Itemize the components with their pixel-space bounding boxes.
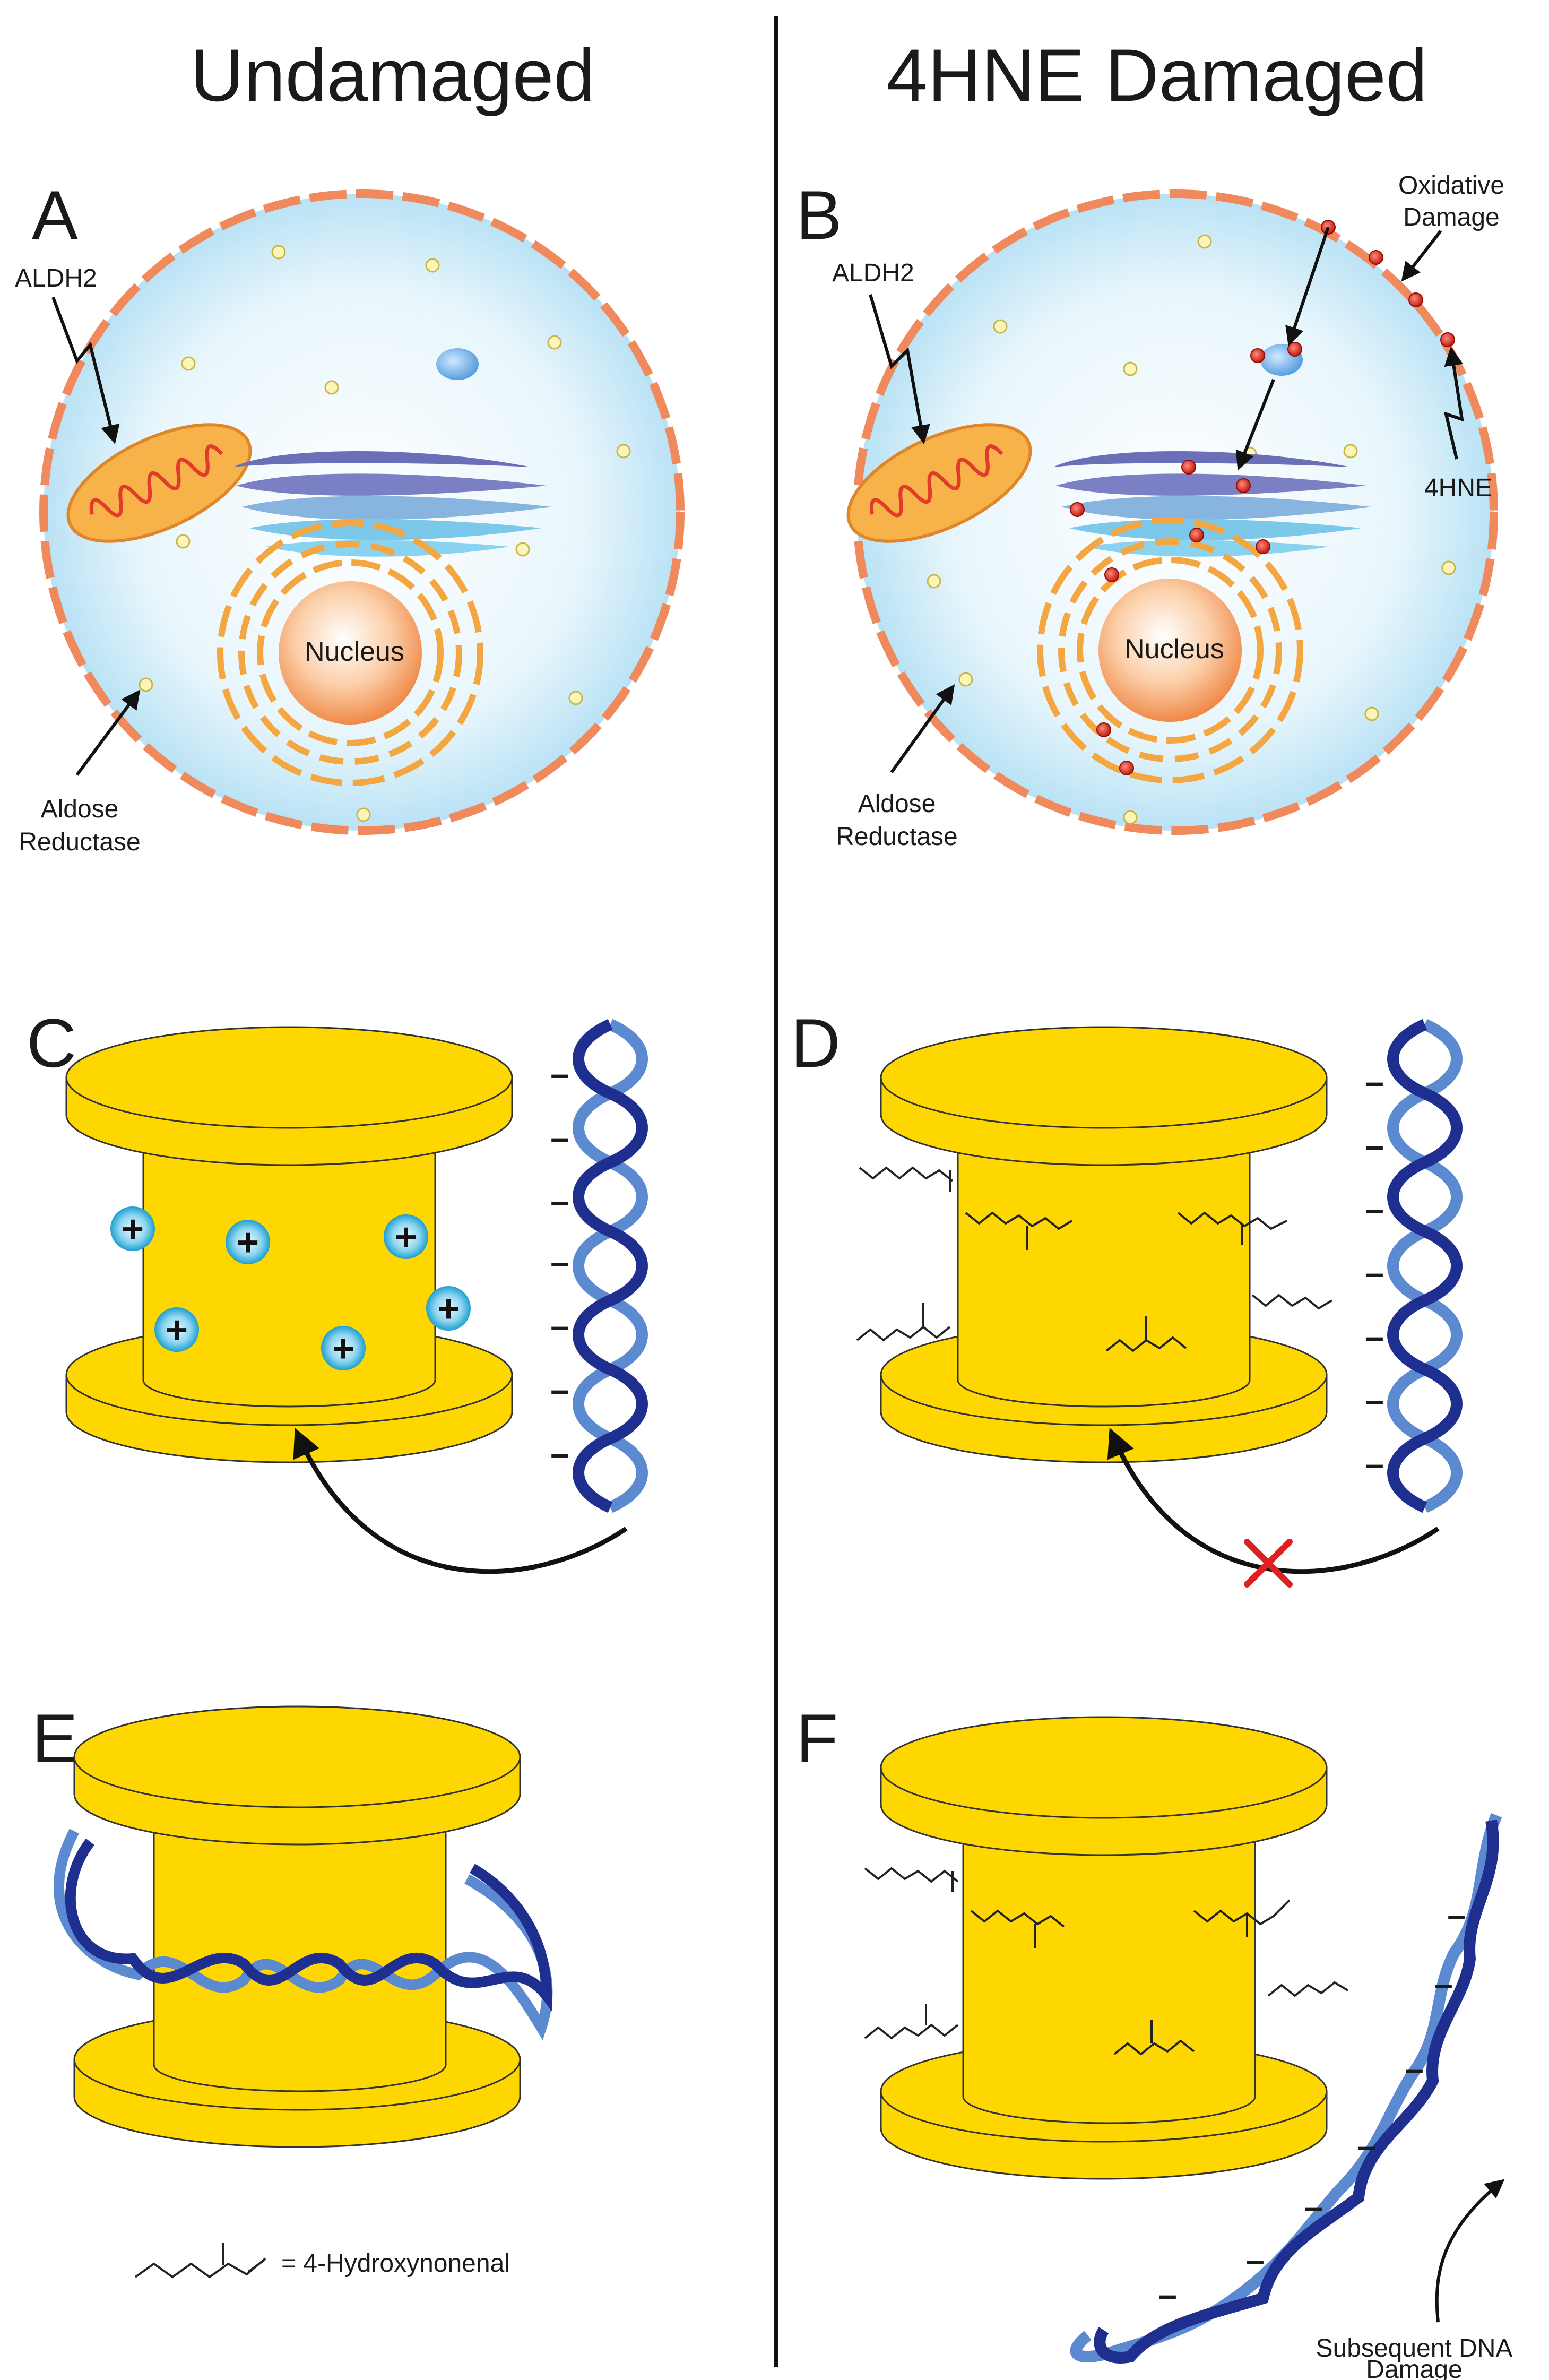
panel-e-wrapped-dna [54, 1829, 553, 2040]
svg-text:–: – [550, 1243, 569, 1281]
hne-legend-structure [134, 2257, 266, 2279]
title-undamaged: Undamaged [191, 33, 595, 117]
endoplasmic-reticulum [1037, 517, 1303, 783]
vesicle-to-golgi-arrow [1235, 378, 1275, 471]
svg-text:+: + [122, 1208, 144, 1251]
positive-charge [154, 1307, 199, 1352]
oxidative-label-2: Damage [1403, 203, 1499, 231]
positive-charges: + + + + + + [110, 1206, 471, 1370]
panel-c-negative-charges: – – – – – – – [550, 1055, 569, 1472]
panel-f-histone [864, 1716, 1349, 2180]
panel-f-released-dna [1070, 1813, 1502, 2364]
svg-text:+: + [166, 1309, 188, 1351]
svg-text:–: – [1405, 2050, 1424, 2088]
subsequent-damage-arrow [1435, 2179, 1505, 2323]
panel-a-cell: Nucleus ALDH2 Aldose Reductase [15, 189, 685, 856]
panel-letter-c: C [27, 1004, 76, 1082]
svg-text:–: – [1447, 1896, 1466, 1934]
aldh2-arrow [869, 294, 930, 445]
nucleus [1098, 579, 1242, 722]
panel-f-negative-charges: – – – – – – – [1158, 1896, 1466, 2314]
svg-text:–: – [550, 1434, 569, 1472]
svg-text:–: – [1304, 2188, 1323, 2226]
panel-d-histone [856, 1026, 1440, 1588]
svg-text:+: + [237, 1221, 259, 1264]
svg-text:+: + [437, 1288, 460, 1330]
aldose-reductase-dots [139, 245, 631, 822]
svg-text:–: – [550, 1370, 569, 1409]
hne-chains [864, 1867, 1349, 2056]
panel-letter-f: F [796, 1700, 838, 1777]
aldose-arrow [75, 689, 141, 776]
aldose-label-2: Reductase [836, 823, 957, 851]
subsequent-label-2: Damage [1366, 2356, 1462, 2380]
hne-legend: = 4-Hydroxynonenal [134, 2243, 510, 2279]
aldh2-label: ALDH2 [15, 264, 97, 292]
svg-text:–: – [1365, 1190, 1384, 1228]
aldose-label-2: Reductase [19, 828, 140, 856]
panel-letter-a: A [32, 176, 78, 254]
nucleus [279, 581, 422, 725]
svg-text:–: – [550, 1182, 569, 1220]
svg-text:–: – [550, 1307, 569, 1345]
panel-letter-d: D [791, 1004, 841, 1082]
panel-d-dna [1387, 1019, 1463, 1513]
nucleus-label: Nucleus [305, 636, 404, 667]
aldose-arrow [890, 684, 955, 773]
panel-c-dna [573, 1019, 648, 1513]
svg-text:–: – [550, 1055, 569, 1093]
aldh2-arrow [51, 296, 120, 444]
cell-membrane [39, 189, 685, 835]
positive-charge [426, 1286, 471, 1331]
panel-letter-b: B [796, 176, 842, 254]
positive-charge [384, 1214, 428, 1259]
svg-text:–: – [1365, 1381, 1384, 1419]
dna-binding-arrow [293, 1428, 628, 1574]
hne-label-arrow [1443, 346, 1464, 460]
panel-c-histone: + + + + + + [65, 1026, 628, 1574]
positive-charge [110, 1206, 155, 1251]
svg-text:–: – [1365, 1445, 1384, 1483]
endoplasmic-reticulum [217, 520, 483, 786]
mitochondrion [66, 423, 252, 543]
nucleus-label: Nucleus [1124, 634, 1224, 665]
subsequent-label-1: Subsequent DNA [1316, 2334, 1513, 2362]
title-4hne-damaged: 4HNE Damaged [886, 33, 1427, 117]
aldose-label-1: Aldose [41, 795, 119, 823]
svg-text:–: – [1365, 1317, 1384, 1356]
hne-chains [856, 1166, 1333, 1352]
svg-text:+: + [395, 1216, 417, 1258]
svg-text:–: – [550, 1118, 569, 1157]
oxidative-label-1: Oxidative [1398, 171, 1504, 200]
svg-text:+: + [332, 1327, 354, 1370]
hne-to-vesicle-arrow [1285, 227, 1330, 346]
svg-text:–: – [1365, 1254, 1384, 1292]
svg-text:–: – [1245, 2241, 1265, 2279]
aldh2-label: ALDH2 [832, 259, 914, 287]
aldose-label-1: Aldose [858, 790, 936, 818]
panel-d-negative-charges: – – – – – – – [1365, 1063, 1384, 1483]
svg-text:–: – [1365, 1126, 1384, 1165]
hne-adduct-dots [1070, 220, 1455, 775]
hne-legend-label: = 4-Hydroxynonenal [281, 2249, 510, 2278]
hne-label: 4HNE [1424, 474, 1492, 502]
positive-charge [321, 1326, 366, 1370]
svg-text:–: – [1434, 1965, 1453, 2003]
svg-text:–: – [1158, 2275, 1177, 2314]
vesicle [436, 348, 479, 380]
oxidative-arrow [1401, 230, 1442, 282]
svg-text:–: – [1357, 2127, 1376, 2165]
svg-text:–: – [1365, 1063, 1384, 1101]
panel-letter-e: E [32, 1700, 78, 1777]
panel-b-cell: Nucleus Oxidative Damage 4HNE ALDH2 Aldo… [832, 171, 1504, 851]
golgi-apparatus [233, 451, 552, 557]
positive-charge [226, 1220, 270, 1264]
panel-e-histone [73, 1705, 521, 2148]
blocked-cross [1244, 1539, 1293, 1588]
